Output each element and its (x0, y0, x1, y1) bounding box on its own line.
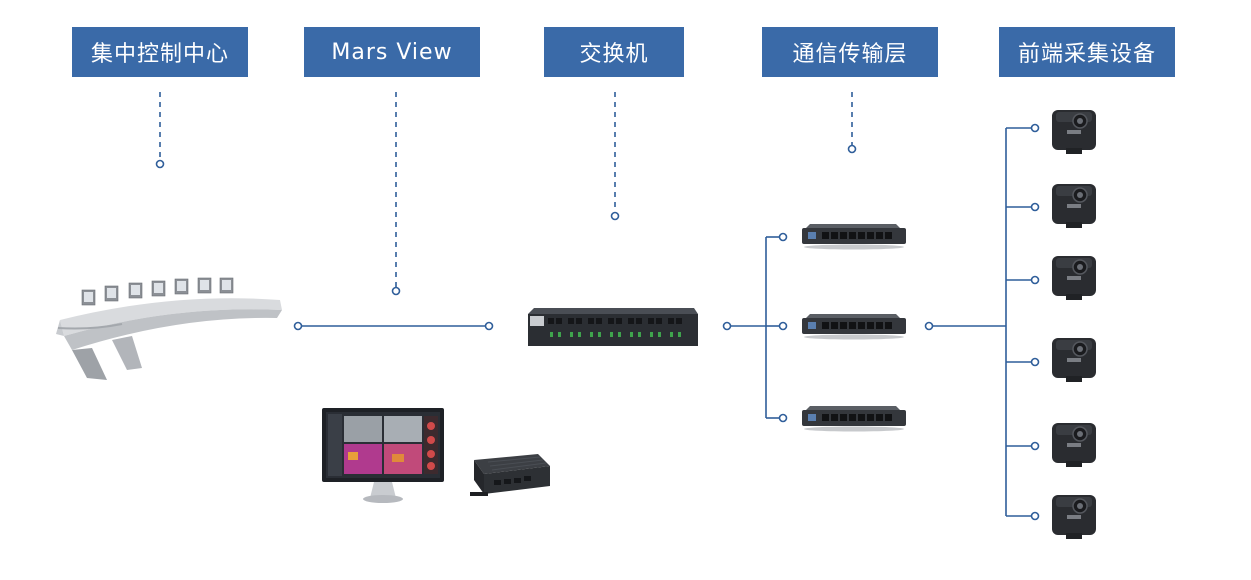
camera-icon (1052, 256, 1096, 300)
control-console-icon (56, 277, 282, 380)
header-mars-view: Mars View (304, 27, 480, 77)
camera-icon (1052, 423, 1096, 467)
edge-box-icon (470, 454, 550, 496)
camera-icon (1052, 184, 1096, 228)
poe-switch-icon (802, 406, 906, 432)
poe-switch-icon (802, 224, 906, 250)
camera-icon (1052, 338, 1096, 382)
header-front-end: 前端采集设备 (999, 27, 1175, 77)
monitor-icon (322, 408, 444, 503)
header-switch: 交换机 (544, 27, 684, 77)
camera-icon (1052, 495, 1096, 539)
header-control-center: 集中控制中心 (72, 27, 248, 77)
camera-icon (1052, 110, 1096, 154)
poe-switch-icon (802, 314, 906, 340)
rack-switch-icon (528, 308, 698, 346)
header-transport-layer: 通信传输层 (762, 27, 938, 77)
